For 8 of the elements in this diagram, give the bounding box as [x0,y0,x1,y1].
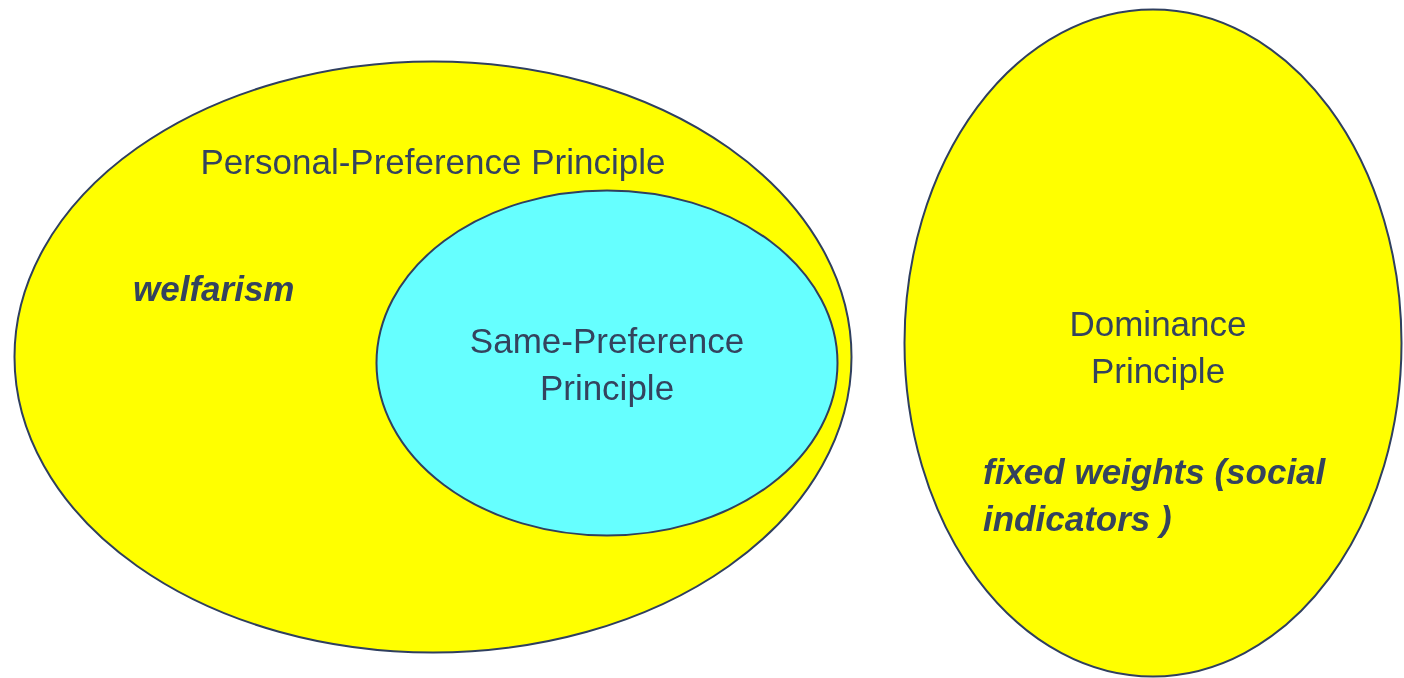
note-text: welfarism [133,268,296,310]
region-label: Same-Preference Principle [468,320,746,410]
ellipse-region [903,8,1403,678]
region-label: Personal-Preference Principle [199,141,667,183]
note-text: fixed weights (social indicators ) [983,451,1327,541]
region-label: Dominance Principle [1068,303,1248,393]
ellipse-region [375,189,839,537]
ellipse-region [13,60,853,654]
